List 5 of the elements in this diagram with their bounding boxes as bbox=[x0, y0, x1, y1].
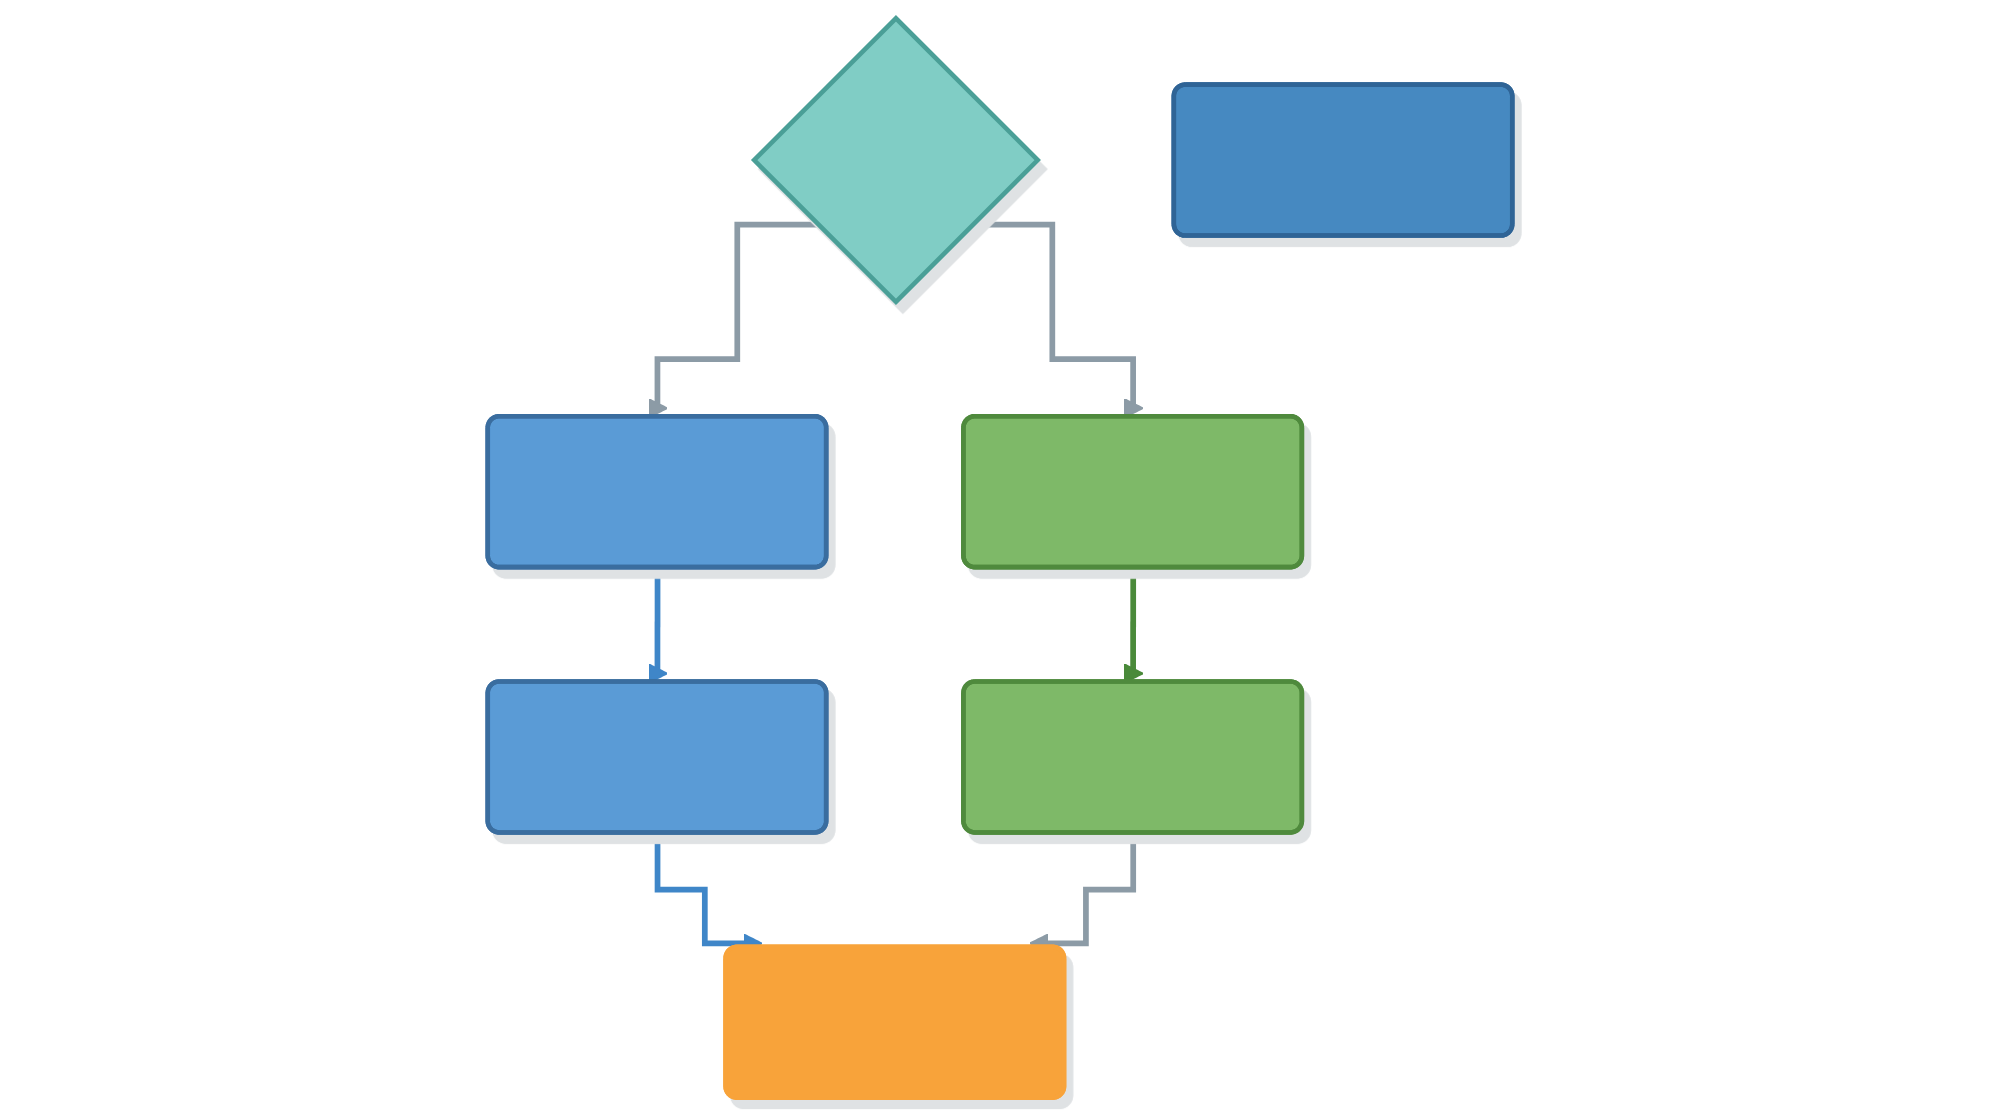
node-diamond bbox=[750, 15, 1041, 306]
arrow bbox=[647, 565, 668, 684]
arrow bbox=[1123, 565, 1144, 684]
arrow bbox=[972, 221, 1144, 419]
arrow bbox=[647, 221, 818, 419]
